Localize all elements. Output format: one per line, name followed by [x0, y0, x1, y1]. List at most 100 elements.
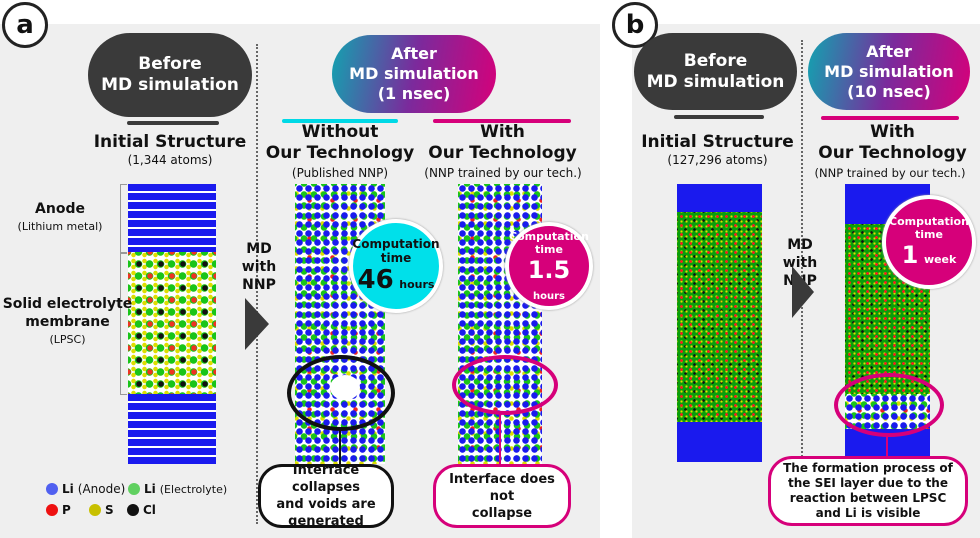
callout-line-text: Interface does	[449, 471, 555, 487]
pill-line: After	[391, 44, 437, 63]
li-electrolyte-dot-icon	[128, 483, 140, 495]
membrane-bracket	[120, 253, 127, 395]
label-sub: (LPSC)	[49, 333, 86, 346]
time-label: time	[535, 242, 563, 256]
callout-line	[339, 427, 341, 467]
callout-line	[886, 433, 888, 457]
pill-line: MD simulation	[646, 71, 785, 92]
electrolyte-b	[677, 212, 762, 422]
arrow-right-icon	[792, 266, 814, 318]
cl-dot-icon	[127, 504, 139, 516]
initial-sub-b: (127,296 atoms)	[667, 153, 768, 167]
collapse-highlight	[287, 355, 395, 431]
time-label: Computation	[889, 215, 969, 228]
without-sub: (Published NNP)	[291, 166, 389, 180]
without-bar	[282, 119, 398, 123]
callout-line-text: and Li is visible	[815, 506, 921, 520]
md-label: MD with NNP	[224, 240, 294, 294]
pill-line: After	[866, 41, 912, 61]
s-dot-icon	[89, 504, 101, 516]
callout-line-text: collapse	[471, 505, 533, 521]
label-line: MD	[246, 241, 272, 257]
time-label: Computation	[509, 229, 589, 243]
with-sub: (NNP trained by our tech.)	[424, 166, 582, 180]
with-bar	[433, 119, 571, 123]
pill-line: (10 nsec)	[847, 81, 931, 101]
label-title: Solid electrolyte	[2, 296, 133, 312]
li-anode-dot-icon	[46, 483, 58, 495]
label-line: with NNP	[241, 259, 277, 293]
time-label: Computation	[352, 237, 440, 251]
title-line: With	[480, 122, 525, 142]
initial-sub: (1,344 atoms)	[127, 153, 213, 167]
separator	[256, 44, 258, 524]
divider	[674, 115, 764, 119]
with-sub-b: (NNP trained by our tech.)	[814, 166, 966, 180]
sei-highlight	[834, 373, 944, 437]
legend-label: S	[105, 503, 114, 517]
legend-label: Li	[62, 482, 74, 496]
anode-top-b	[677, 184, 762, 212]
callout-line-text: generated	[288, 514, 364, 529]
time-value: 1	[901, 241, 919, 269]
title-line: With	[870, 122, 915, 142]
with-bar-b	[821, 116, 959, 120]
anode-bracket	[120, 184, 127, 253]
title-line: Without	[301, 122, 379, 142]
title-line: Our Technology	[265, 143, 415, 163]
legend-li-electrolyte: Li(Electrolyte)	[128, 482, 227, 496]
time-label: time	[380, 251, 412, 265]
callout-line-text: Interface collapses	[292, 463, 360, 495]
legend-note: (Electrolyte)	[159, 482, 228, 496]
label-sub: (Lithium metal)	[17, 220, 103, 233]
legend-label: Li	[144, 482, 156, 496]
legend-note: (Anode)	[77, 482, 126, 496]
time-value: 46	[357, 265, 394, 295]
time-value: 1.5	[527, 255, 571, 284]
time-unit: hours	[533, 290, 565, 302]
divider	[127, 121, 219, 125]
legend-li-anode: Li(Anode)	[46, 482, 125, 496]
pill-line: MD simulation	[349, 64, 479, 83]
title-line: Our Technology	[818, 143, 967, 163]
electrolyte-structure	[128, 252, 216, 394]
pill-line: MD simulation	[101, 75, 239, 95]
without-callout: Interface collapses and voids are generate…	[258, 463, 394, 529]
label-line: MD	[787, 237, 813, 253]
time-label: time	[915, 228, 943, 241]
p-dot-icon	[46, 504, 58, 516]
initial-title-b: Initial Structure	[641, 132, 794, 152]
arrow-right-icon	[245, 298, 269, 350]
callout-line-text: reaction between LPSC	[789, 491, 947, 505]
time-unit: week	[923, 253, 957, 266]
pill-line: Before	[138, 54, 202, 74]
anode-bottom-structure	[128, 394, 216, 464]
panel-a-badge: a	[2, 2, 48, 48]
callout-line-text: and voids are	[276, 497, 376, 512]
title-line: Our Technology	[428, 143, 577, 163]
pill-line: MD simulation	[824, 61, 954, 81]
pill-line: Before	[683, 50, 748, 71]
callout-line	[499, 411, 501, 466]
legend-label: Cl	[143, 503, 156, 517]
anode-top-structure	[128, 184, 216, 252]
legend-label: P	[62, 503, 71, 517]
panel-b-badge: b	[612, 2, 658, 48]
anode-bottom-b	[677, 422, 762, 462]
pill-line: (1 nsec)	[377, 84, 451, 103]
time-unit: hours	[399, 278, 435, 291]
legend-s: S	[89, 503, 114, 517]
